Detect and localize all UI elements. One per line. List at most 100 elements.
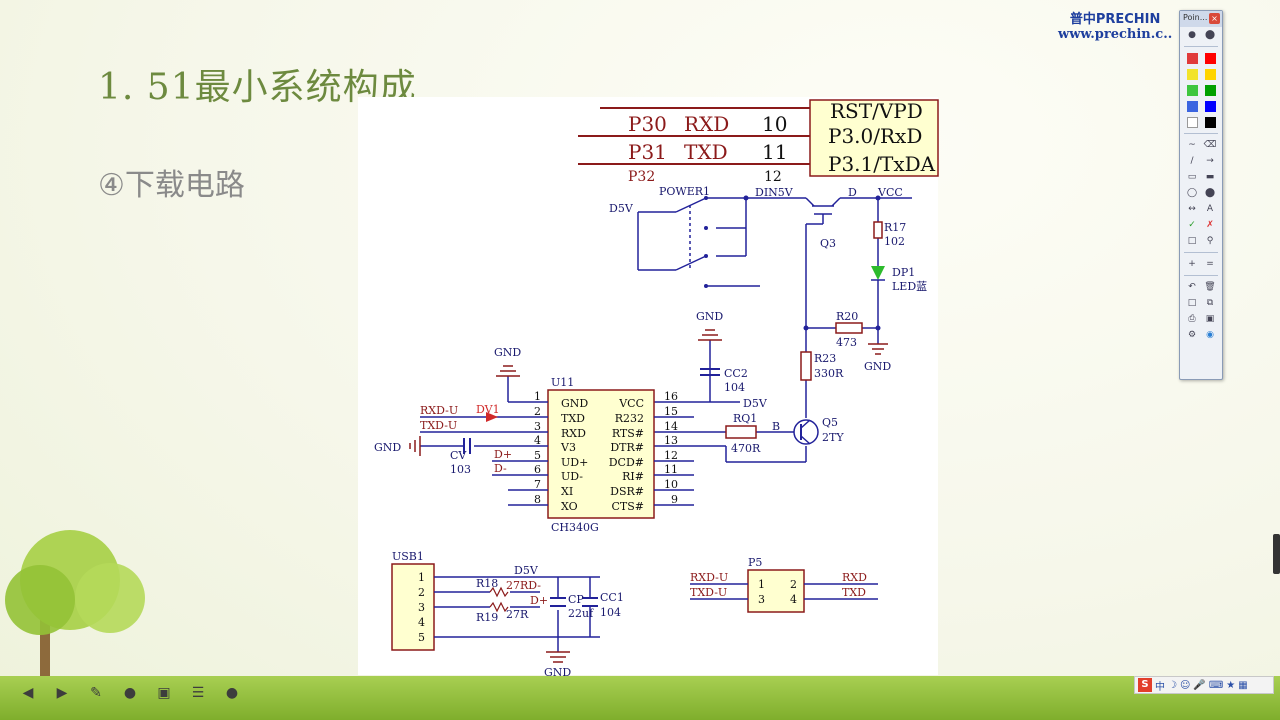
- p5-header: [747, 569, 805, 613]
- logo-url: www.prechin.c..: [1058, 27, 1173, 42]
- prev-icon[interactable]: ◀: [22, 685, 34, 701]
- color-swatch[interactable]: [1204, 84, 1216, 96]
- close-icon[interactable]: ×: [1209, 13, 1220, 24]
- pen-size-large-icon[interactable]: ⬤: [1204, 29, 1216, 40]
- double-arrow-icon[interactable]: ↔: [1188, 203, 1196, 214]
- schematic-background: [358, 97, 938, 675]
- more-icon[interactable]: ●: [225, 685, 239, 701]
- cv-label: CV: [450, 449, 467, 462]
- minus-icon[interactable]: =: [1206, 258, 1214, 269]
- svg-text:12: 12: [664, 449, 678, 462]
- delete-icon[interactable]: 🗑: [1204, 281, 1216, 292]
- ime-toolbar[interactable]: S 中 ☽ ☺ 🎤 ⌨ ★ ▦: [1134, 676, 1274, 694]
- svg-text:DCD#: DCD#: [609, 456, 644, 469]
- cc2-value: 104: [724, 381, 745, 394]
- slides-icon[interactable]: ▣: [157, 685, 171, 701]
- dv1-label: DV1: [476, 403, 500, 416]
- color-swatch[interactable]: [1204, 116, 1216, 128]
- arrow-icon[interactable]: →: [1206, 155, 1214, 166]
- ellipse-icon[interactable]: ◯: [1186, 187, 1198, 198]
- keyboard-icon[interactable]: ⌨: [1208, 679, 1224, 691]
- color-swatch[interactable]: [1204, 68, 1216, 80]
- logo-name: 普中PRECHIN: [1069, 12, 1161, 27]
- color-swatch[interactable]: [1186, 84, 1198, 96]
- svg-text:UD+: UD+: [561, 456, 588, 469]
- filled-ellipse-icon[interactable]: ⬤: [1204, 187, 1216, 198]
- color-swatch[interactable]: [1186, 52, 1198, 64]
- p5-txd-label: TXD: [842, 586, 866, 599]
- color-swatch[interactable]: [1186, 100, 1198, 112]
- pen-tool-icon[interactable]: ✎: [90, 685, 102, 701]
- pointer-icon[interactable]: ●: [123, 685, 137, 701]
- rq1-resistor: [725, 425, 757, 439]
- svg-text:5: 5: [534, 449, 541, 462]
- zoom-icon[interactable]: ⚲: [1206, 235, 1214, 246]
- svg-text:UD-: UD-: [561, 470, 583, 483]
- r18-resistor: [489, 586, 509, 598]
- cross-icon[interactable]: ✗: [1206, 219, 1214, 230]
- svg-text:RI#: RI#: [622, 470, 644, 483]
- color-swatch[interactable]: [1186, 68, 1198, 80]
- color-swatch[interactable]: [1186, 116, 1198, 128]
- p5-txd-u-label: TXD-U: [690, 586, 727, 599]
- svg-text:4: 4: [790, 593, 797, 606]
- r17-label: R17: [884, 221, 906, 234]
- menu-icon[interactable]: ☰: [191, 685, 205, 701]
- svg-text:VCC: VCC: [618, 397, 644, 410]
- color-swatch[interactable]: [1204, 52, 1216, 64]
- rectangle-icon[interactable]: ▭: [1187, 171, 1197, 182]
- mcu-pin-func: RXD: [684, 112, 729, 136]
- svg-text:8: 8: [534, 493, 541, 506]
- svg-text:3: 3: [534, 420, 541, 433]
- line-icon[interactable]: /: [1190, 155, 1194, 166]
- svg-text:2: 2: [534, 405, 541, 418]
- copy-icon[interactable]: ⧉: [1206, 297, 1214, 308]
- pen-size-small-icon[interactable]: ●: [1188, 29, 1196, 40]
- new-page-icon[interactable]: □: [1187, 297, 1197, 308]
- text-icon[interactable]: A: [1206, 203, 1214, 214]
- microphone-icon[interactable]: 🎤: [1193, 679, 1206, 691]
- svg-text:7: 7: [534, 478, 541, 491]
- help-icon[interactable]: ◉: [1206, 329, 1214, 340]
- skin-icon[interactable]: ★: [1226, 679, 1236, 691]
- tools-icon[interactable]: ▦: [1238, 679, 1248, 691]
- mcu-pin-alt: P3.1/TxDA: [828, 152, 936, 176]
- pen-icon[interactable]: ~: [1188, 139, 1196, 150]
- play-icon[interactable]: ▶: [56, 685, 68, 701]
- txd-u-net-label: TXD-U: [420, 419, 457, 432]
- frame-icon[interactable]: □: [1187, 235, 1197, 246]
- ime-mode-label[interactable]: 中: [1155, 681, 1165, 693]
- rq1-label: RQ1: [733, 412, 757, 425]
- r23-label: R23: [814, 352, 836, 365]
- check-icon[interactable]: ✓: [1188, 219, 1196, 230]
- u11-right-pins: [654, 416, 694, 506]
- pointer-tool-panel: Poin... × ● ⬤ ~⌫ /→ ▭▬ ◯⬤ ↔A ✓✗ □⚲ += ↶🗑…: [1179, 10, 1223, 380]
- emoji-icon[interactable]: ☺: [1179, 679, 1191, 691]
- sogou-ime-icon[interactable]: S: [1138, 678, 1152, 692]
- print-icon[interactable]: ⎙: [1188, 313, 1196, 324]
- undo-icon[interactable]: ↶: [1188, 281, 1196, 292]
- slide-subtitle: ④下载电路: [98, 168, 245, 203]
- gnd-symbol-usb: [546, 651, 570, 663]
- u11-left-pins: [420, 376, 548, 506]
- eraser-icon[interactable]: ⌫: [1203, 139, 1217, 150]
- ch340g-label: CH340G: [551, 521, 599, 534]
- q3-label: Q3: [820, 237, 836, 250]
- plus-icon[interactable]: +: [1188, 258, 1196, 269]
- mcu-pin-num: 11: [762, 140, 787, 164]
- scroll-handle[interactable]: [1273, 534, 1280, 574]
- d5v-label: D5V: [609, 202, 634, 215]
- mcu-rst-label: RST/VPD: [830, 99, 923, 123]
- usb-d5v-label: D5V: [514, 564, 539, 577]
- settings-icon[interactable]: ⚙: [1187, 329, 1197, 340]
- filled-rectangle-icon[interactable]: ▬: [1205, 171, 1215, 182]
- punctuation-icon[interactable]: ☽: [1168, 679, 1177, 691]
- cp-value: 22uf: [568, 607, 594, 620]
- svg-text:RXD: RXD: [561, 427, 586, 440]
- svg-text:5: 5: [418, 631, 425, 644]
- gnd-label-cc2: GND: [696, 310, 723, 323]
- color-swatch[interactable]: [1204, 100, 1216, 112]
- save-icon[interactable]: ▣: [1205, 313, 1215, 324]
- usb-dplus-label: D+: [530, 594, 548, 607]
